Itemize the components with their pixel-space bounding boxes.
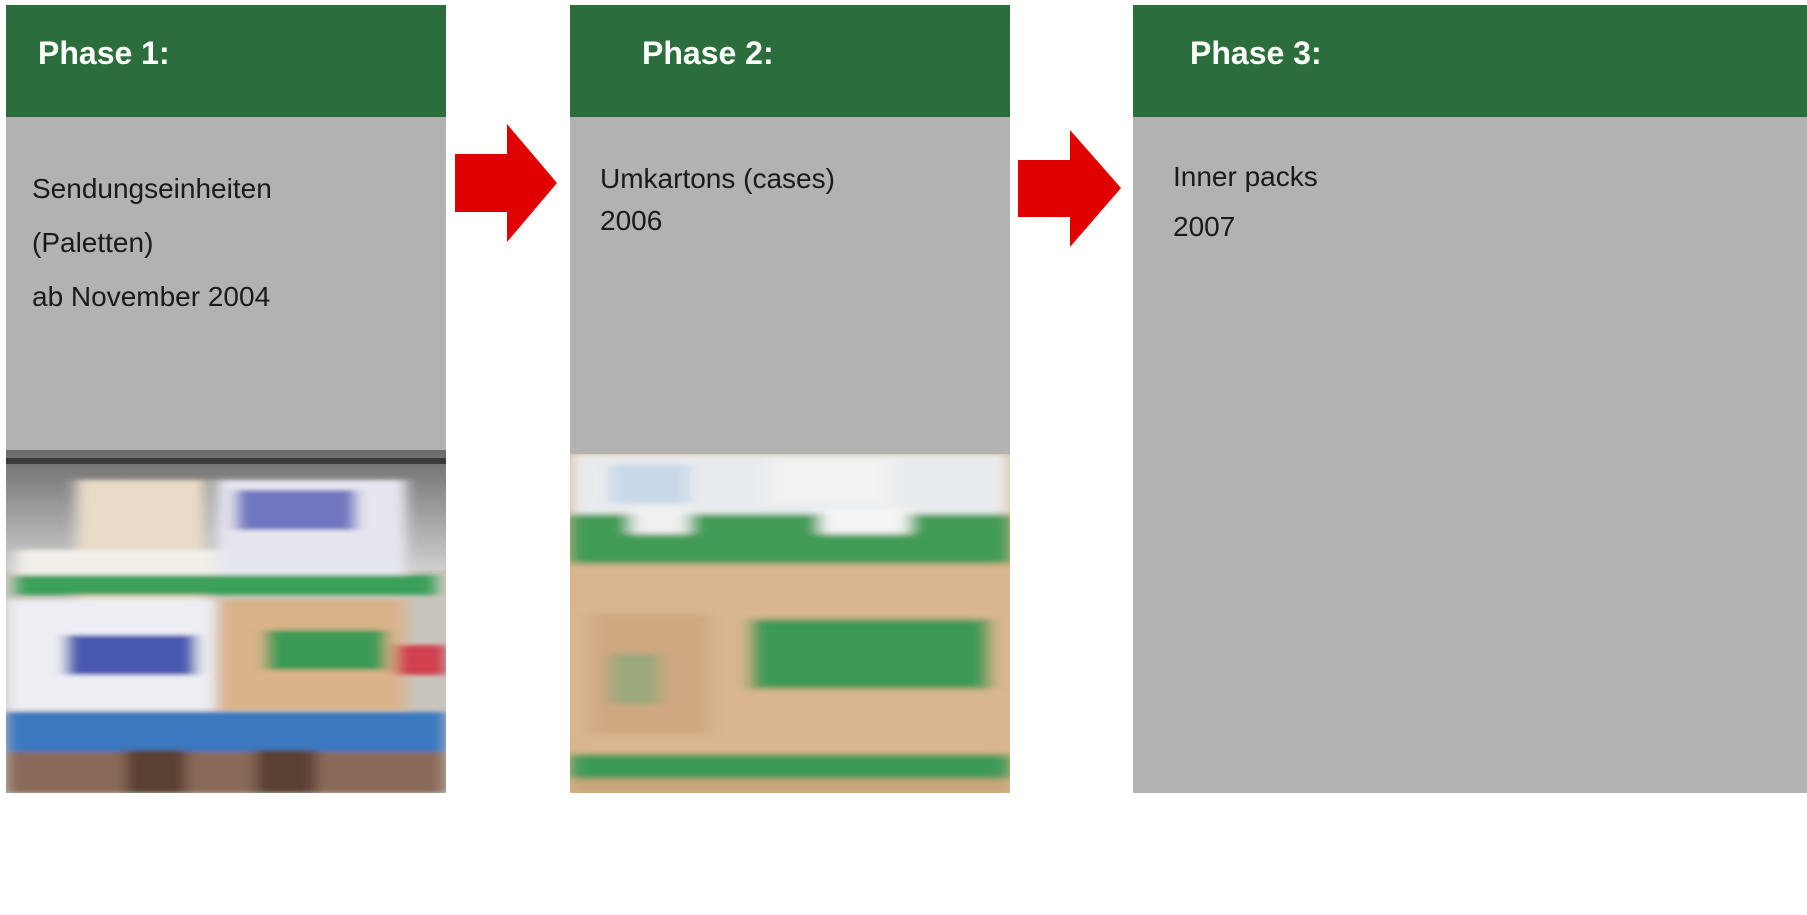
phase-2-line-2: 2006 xyxy=(600,205,663,236)
right-arrow-icon xyxy=(455,124,557,242)
case-photo xyxy=(570,454,1010,793)
phase-1-title: Phase 1: xyxy=(38,35,170,71)
phase-1-line-3: ab November 2004 xyxy=(32,281,271,312)
phase-3-title: Phase 3: xyxy=(1190,35,1322,71)
phase-3-line-2: 2007 xyxy=(1173,211,1236,242)
phase-2-header: Phase 2: xyxy=(570,5,1010,117)
phase-2-title: Phase 2: xyxy=(642,35,774,71)
phase-1-description: Sendungseinheiten (Paletten) ab November… xyxy=(32,162,272,324)
phase-1-line-1: Sendungseinheiten xyxy=(32,173,272,204)
phase-3-panel xyxy=(1133,117,1807,793)
phase-2-line-1: Umkartons (cases) xyxy=(600,163,835,194)
phase-1-header: Phase 1: xyxy=(6,5,446,117)
phase-3-line-1: Inner packs xyxy=(1173,161,1318,192)
pallet-photo xyxy=(6,450,446,793)
phase-1-line-2: (Paletten) xyxy=(32,227,154,258)
phase-3-header: Phase 3: xyxy=(1133,5,1807,117)
phase-2-description: Umkartons (cases) 2006 xyxy=(600,158,835,242)
phase-3-description: Inner packs 2007 xyxy=(1173,152,1318,252)
right-arrow-icon xyxy=(1018,130,1121,247)
